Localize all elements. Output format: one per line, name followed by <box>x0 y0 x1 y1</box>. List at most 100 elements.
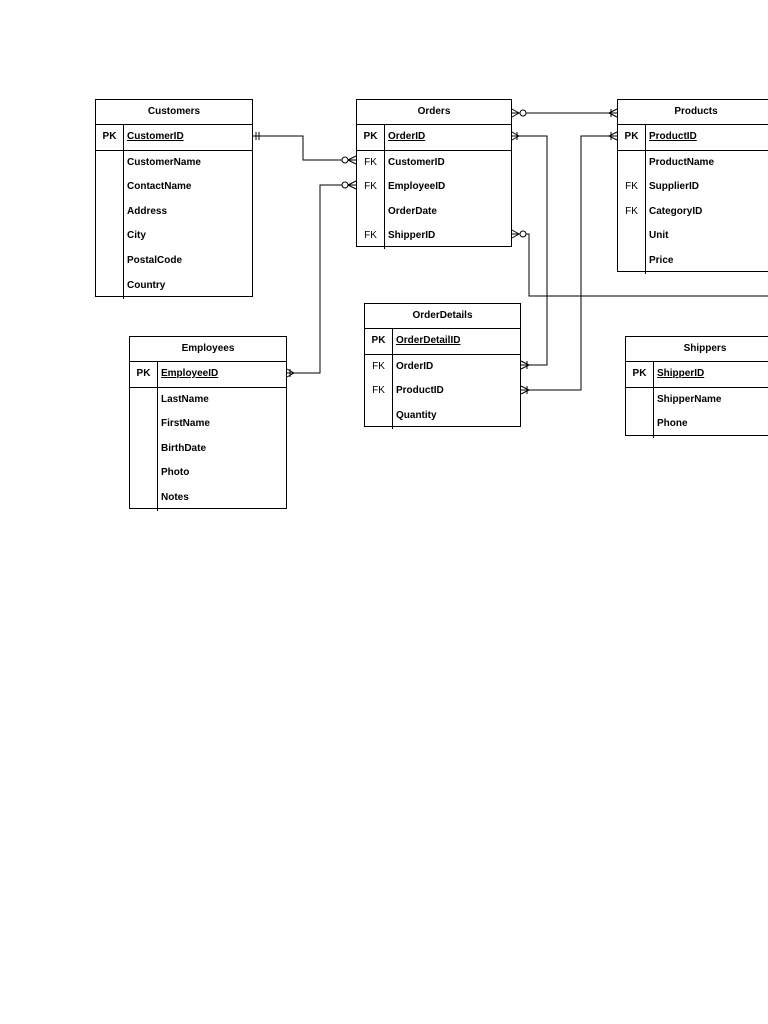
field-name: Quantity <box>396 409 437 421</box>
field-name: EmployeeID <box>388 181 446 193</box>
pk-field: EmployeeID <box>161 368 219 379</box>
field-name: Notes <box>161 491 189 503</box>
attributes-section: ShipperName Phone <box>626 387 768 438</box>
attributes-section: FK OrderID FK ProductID Quantity <box>365 354 520 429</box>
field-name: ShipperID <box>388 230 436 242</box>
field-row[interactable]: PK CustomerID <box>96 125 252 150</box>
field-row[interactable]: FirstName <box>130 412 286 437</box>
pk-section: PK ProductID <box>618 125 768 151</box>
key-column-divider <box>357 125 385 150</box>
field-name: OrderDate <box>388 205 437 217</box>
field-row[interactable]: FK ShipperID <box>357 224 511 249</box>
field-row[interactable]: Price <box>618 249 768 274</box>
pk-section: PK CustomerID <box>96 125 252 151</box>
entity-title: Shippers <box>626 337 768 362</box>
field-row[interactable]: FK SupplierID <box>618 175 768 200</box>
attributes-section: LastName FirstName BirthDate Photo Notes <box>130 387 286 511</box>
field-name: PostalCode <box>127 254 183 266</box>
entity-title: Orders <box>357 100 511 125</box>
field-row[interactable]: Notes <box>130 486 286 511</box>
field-row[interactable]: PK OrderDetailID <box>365 329 520 354</box>
pk-label: PK <box>632 368 647 379</box>
link-orders-orderdetails <box>511 131 548 370</box>
field-row[interactable]: Unit <box>618 224 768 249</box>
link-products-orderdetails <box>520 131 618 395</box>
field-row[interactable]: PostalCode <box>96 249 252 274</box>
field-name: LastName <box>161 393 209 405</box>
key-column-divider <box>626 387 654 438</box>
field-row[interactable]: PK OrderID <box>357 125 511 150</box>
link-employees-orders <box>286 180 357 378</box>
key-column-divider <box>96 125 124 150</box>
field-row[interactable]: FK ProductID <box>365 379 520 404</box>
field-row[interactable]: BirthDate <box>130 437 286 462</box>
field-row[interactable]: OrderDate <box>357 200 511 225</box>
pk-field: ProductID <box>649 131 697 142</box>
field-name: Address <box>127 205 168 217</box>
key-column-divider <box>357 150 385 249</box>
link-orders-shippers <box>511 229 768 297</box>
pk-label: PK <box>136 368 151 379</box>
field-row[interactable]: Photo <box>130 461 286 486</box>
field-name: SupplierID <box>649 181 700 193</box>
pk-field: ShipperID <box>657 368 705 379</box>
pk-section: PK OrderID <box>357 125 511 151</box>
field-row[interactable]: ShipperName <box>626 388 768 413</box>
pk-field: OrderID <box>388 131 426 142</box>
pk-section: PK EmployeeID <box>130 362 286 388</box>
pk-section: PK ShipperID <box>626 362 768 388</box>
key-column-divider <box>130 362 158 387</box>
field-name: CustomerID <box>388 156 445 168</box>
field-row[interactable]: City <box>96 224 252 249</box>
field-row[interactable]: PK EmployeeID <box>130 362 286 387</box>
field-row[interactable]: Phone <box>626 412 768 437</box>
entity-title: Employees <box>130 337 286 362</box>
entity-shippers[interactable]: Shippers PK ShipperID ShipperName Phone <box>625 336 768 438</box>
key-column-divider <box>618 150 646 274</box>
fk-label: FK <box>625 181 638 193</box>
field-row[interactable]: LastName <box>130 388 286 413</box>
field-row[interactable]: PK ShipperID <box>626 362 768 387</box>
field-row[interactable]: ProductName <box>618 151 768 176</box>
field-row[interactable]: Address <box>96 200 252 225</box>
field-row[interactable]: Country <box>96 274 252 299</box>
field-name: FirstName <box>161 418 210 430</box>
field-name: ProductName <box>649 156 715 168</box>
field-row[interactable]: Quantity <box>365 404 520 429</box>
entity-orderdetails[interactable]: OrderDetails PK OrderDetailID FK OrderID … <box>364 303 521 429</box>
attributes-section: CustomerName ContactName Address City Po… <box>96 150 252 299</box>
field-name: CategoryID <box>649 205 703 217</box>
entity-employees[interactable]: Employees PK EmployeeID LastName FirstNa… <box>129 336 287 511</box>
fk-label: FK <box>364 230 377 242</box>
field-name: OrderID <box>396 360 434 372</box>
field-name: Photo <box>161 467 190 479</box>
fk-label: FK <box>372 360 385 372</box>
pk-label: PK <box>371 335 386 346</box>
fk-label: FK <box>372 385 385 397</box>
field-name: ProductID <box>396 385 444 397</box>
entity-products[interactable]: Products PK ProductID ProductName FK Supp… <box>617 99 768 274</box>
field-row[interactable]: ContactName <box>96 175 252 200</box>
entity-title: OrderDetails <box>365 304 520 329</box>
entity-title: Products <box>618 100 768 125</box>
entity-customers[interactable]: Customers PK CustomerID CustomerName Con… <box>95 99 253 299</box>
pk-field: CustomerID <box>127 131 184 142</box>
key-column-divider <box>130 387 158 511</box>
field-row[interactable]: FK OrderID <box>365 355 520 380</box>
pk-label: PK <box>624 131 639 142</box>
field-name: Price <box>649 254 674 266</box>
pk-section: PK OrderDetailID <box>365 329 520 355</box>
field-row[interactable]: PK ProductID <box>618 125 768 150</box>
field-row[interactable]: CustomerName <box>96 151 252 176</box>
field-name: City <box>127 230 146 242</box>
field-name: BirthDate <box>161 442 207 454</box>
link-orders-products <box>511 108 618 118</box>
field-name: ShipperName <box>657 393 722 405</box>
